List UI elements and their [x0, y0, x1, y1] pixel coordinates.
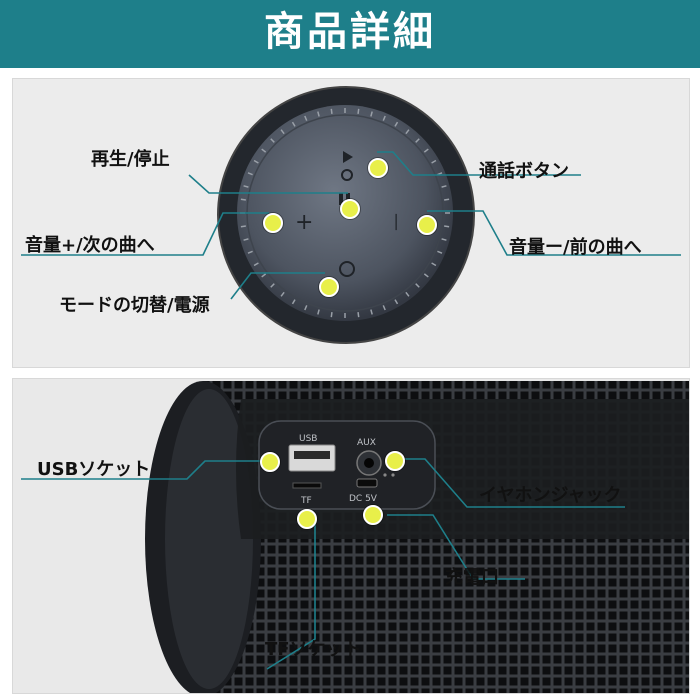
cap-tick: [261, 148, 267, 153]
label-play-pause: 再生/停止: [91, 149, 170, 170]
volume-up-marker: [263, 213, 283, 233]
cap-tick: [357, 108, 360, 114]
cap-tick: [240, 198, 246, 201]
label-volume-up-next: 音量+/次の曲へ: [25, 235, 155, 256]
cap-tick: [317, 111, 320, 117]
cap-tick: [415, 283, 420, 288]
port-view-panel: USB TF AUX DC 5V USBソケット イヤホンジャック 充電口 TF…: [12, 378, 690, 694]
cap-tick: [431, 159, 437, 164]
cap-tick: [357, 312, 360, 318]
cap-tick: [304, 115, 308, 121]
cap-tick: [405, 291, 410, 297]
cap-tick: [247, 172, 253, 176]
cap-tick: [280, 291, 285, 297]
top-view-panel: + — 再生/停止 音量+/次の曲へ モードの切替/電源 通話ボタン 音量ー/前…: [12, 78, 690, 368]
earphone-jack-marker: [385, 451, 405, 471]
cap-tick: [330, 312, 333, 318]
cap-tick: [415, 138, 420, 143]
cap-tick: [423, 148, 429, 153]
cap-tick: [270, 283, 275, 288]
cap-tick: [240, 225, 246, 228]
cap-tick: [243, 238, 249, 241]
mode-power-marker: [319, 277, 339, 297]
label-earphone-jack: イヤホンジャック: [479, 485, 622, 506]
aux-marking: AUX: [357, 438, 376, 448]
cap-tick: [441, 185, 447, 188]
cap-tick: [437, 250, 443, 254]
cap-tick: [370, 111, 373, 117]
cap-tick: [304, 305, 308, 311]
call-button-marker: [368, 158, 388, 178]
cap-tick: [253, 159, 259, 164]
label-call-button: 通話ボタン: [479, 161, 569, 182]
cap-tick: [317, 309, 320, 315]
volume-down-marker: [417, 215, 437, 235]
cap-tick: [431, 262, 437, 267]
cap-tick: [247, 250, 253, 254]
header-banner: 商品詳細: [0, 0, 700, 68]
cap-tick: [253, 262, 259, 267]
cap-tick: [291, 121, 296, 127]
cap-tick: [405, 129, 410, 135]
label-volume-down-prev: 音量ー/前の曲へ: [509, 237, 642, 258]
plus-symbol: +: [295, 210, 313, 235]
speaker-side-illustration: USB TF AUX DC 5V: [21, 381, 689, 693]
cap-tick: [261, 273, 267, 278]
minus-symbol: —: [386, 213, 407, 231]
cap-tick: [444, 198, 450, 201]
cap-tick: [243, 185, 249, 188]
cap-tick: [394, 299, 399, 305]
cap-tick: [382, 305, 386, 311]
cap-tick: [291, 299, 296, 305]
label-usb-socket: USBソケット: [37, 459, 151, 480]
cap-tick: [280, 129, 285, 135]
cap-tick: [382, 115, 386, 121]
label-charge-port: 充電口: [445, 567, 499, 588]
label-tf-socket: TFソケット: [265, 639, 362, 660]
cap-tick: [270, 138, 275, 143]
dc-marking: DC 5V: [349, 494, 378, 504]
cap-tick: [370, 309, 373, 315]
tf-socket-marker: [297, 509, 317, 529]
usb-socket-marker: [260, 452, 280, 472]
cap-tick: [423, 273, 429, 278]
charge-port-marker: [363, 505, 383, 525]
page-title: 商品詳細: [264, 9, 436, 55]
cap-tick: [444, 225, 450, 228]
usb-marking: USB: [299, 434, 317, 444]
play-pause-marker: [340, 199, 360, 219]
cap-tick: [330, 108, 333, 114]
label-mode-power: モードの切替/電源: [59, 295, 210, 316]
tf-marking: TF: [300, 496, 312, 506]
cap-tick: [441, 238, 447, 241]
speaker-top-illustration: + —: [21, 86, 681, 344]
cap-tick: [394, 121, 399, 127]
